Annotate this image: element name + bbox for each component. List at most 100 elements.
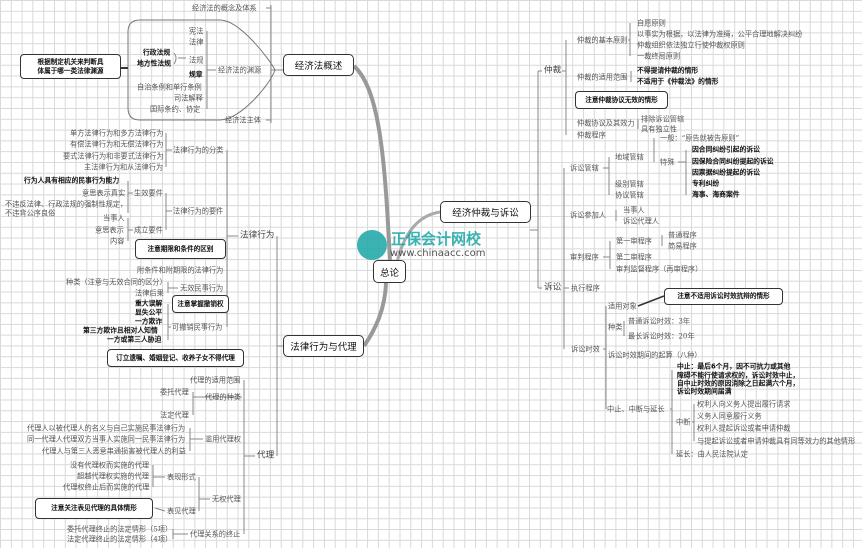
node: 表见代理 bbox=[167, 506, 196, 516]
node: 代理的种类 bbox=[205, 392, 241, 402]
note-callout: 订立遗嘱、婚姻登记、收养子女不得代理 bbox=[107, 349, 244, 367]
node: 重大误解 bbox=[135, 299, 163, 308]
node: 诉讼管辖 bbox=[570, 163, 599, 173]
node: 附条件和附期限的法律行为 bbox=[137, 265, 224, 275]
node: 第一审程序 bbox=[616, 236, 652, 246]
node: 行为人具有相应的民事行为能力 bbox=[24, 176, 120, 185]
node: 法律行为的要件 bbox=[173, 206, 224, 216]
node: 第三方欺诈且相对人知情 bbox=[83, 326, 158, 335]
node: 代理关系的终止 bbox=[190, 529, 241, 539]
node: 不适用于《仲裁法》的情形 bbox=[637, 77, 719, 86]
node: 法定代理 bbox=[160, 410, 189, 420]
node: 代理权终止后而实施的代理 bbox=[63, 482, 150, 492]
node: 执行程序 bbox=[571, 283, 600, 293]
node: 法定代理终止的法定情形（4项） bbox=[67, 534, 173, 544]
node: 延长：由人民法院认定 bbox=[676, 449, 748, 459]
node-legal-act-agency[interactable]: 法律行为与代理 bbox=[283, 335, 364, 357]
node: 中止：最后6个月，因不可抗力或其他 bbox=[677, 362, 791, 371]
node: 单方法律行为和多方法律行为 bbox=[70, 128, 164, 138]
node: 种类 bbox=[608, 322, 623, 332]
node: 中断 bbox=[676, 417, 691, 427]
node: 诉讼参加人 bbox=[570, 210, 606, 220]
node: 权利人提起诉讼或者申请仲裁 bbox=[697, 423, 791, 433]
node: 一般：“原告就被告原则” bbox=[660, 133, 740, 143]
note-callout: 注意掌握撤销权 bbox=[172, 295, 229, 313]
node: 诉讼代理人 bbox=[623, 216, 659, 226]
node: 超越代理权实施的代理 bbox=[77, 471, 149, 481]
note-callout: 注意不适用诉讼时效抗辩的情形 bbox=[664, 288, 783, 305]
node: 特殊 bbox=[660, 157, 675, 167]
node: 国际条约、协定 bbox=[150, 104, 201, 114]
node: 意思表示真实 bbox=[82, 188, 126, 198]
node: 当事人 bbox=[103, 213, 125, 223]
node: 行政法规 bbox=[143, 48, 171, 57]
node: 无权代理 bbox=[212, 494, 241, 504]
watermark-brand: 正保会计网校 bbox=[391, 230, 482, 248]
node: 义务人同意履行义务 bbox=[697, 411, 762, 421]
node: 中止、中断与延长 bbox=[607, 404, 665, 414]
node: 司法解释 bbox=[174, 93, 203, 103]
node: 权利人向义务人提出履行请求 bbox=[697, 399, 791, 409]
node: 不违背公序良俗 bbox=[5, 208, 56, 218]
node: 显失公平 bbox=[135, 308, 163, 317]
node: 内容 bbox=[110, 236, 125, 246]
note-line: 体属于哪一类法律渊源 bbox=[37, 66, 104, 75]
node: 因保险合同纠纷提起的诉讼 bbox=[692, 157, 774, 166]
node: 仲裁的适用范围 bbox=[577, 72, 628, 82]
node: 适用对象 bbox=[608, 301, 637, 311]
node: 法律行为的分类 bbox=[173, 145, 224, 155]
node: 地域管辖 bbox=[615, 152, 644, 162]
node: 以事实为根据，以法律为准绳，公平合理地解决纠纷 bbox=[637, 29, 803, 39]
node: 种类（注意与无效合同的区分） bbox=[66, 277, 167, 287]
node: 一裁终局原则 bbox=[637, 51, 681, 61]
node: 表现形式 bbox=[167, 472, 196, 482]
node: 同一代理人代理双方当事人实施同一民事法律行为 bbox=[27, 434, 186, 444]
note-line: 根据制定机关来判断具 bbox=[37, 57, 104, 66]
node: 仲裁 bbox=[544, 65, 562, 76]
node: 一方或第三人胁迫 bbox=[107, 335, 162, 344]
watermark-url: www.chinaacc.com bbox=[390, 248, 486, 259]
note-callout: 注意关注表见代理的具体情形 bbox=[35, 498, 153, 519]
node: 生效要件 bbox=[134, 188, 163, 198]
node: 意思表示 bbox=[95, 225, 124, 235]
node: 仲裁程序 bbox=[577, 130, 606, 140]
node: 法律 bbox=[189, 37, 204, 47]
node: 自愿原则 bbox=[637, 18, 666, 28]
node: 级别管辖 bbox=[615, 179, 644, 189]
node-arbitration-litigation[interactable]: 经济仲裁与诉讼 bbox=[440, 201, 531, 223]
node: 不违反法律、行政法规的强制性规定， bbox=[5, 199, 128, 209]
node: 有偿法律行为和无偿法律行为 bbox=[70, 139, 164, 149]
node: 因合同纠纷引起的诉讼 bbox=[692, 145, 760, 154]
node: 地方性法规 bbox=[137, 59, 171, 68]
node: 最长诉讼时效：20年 bbox=[628, 331, 695, 341]
note-callout: 注意仲裁协议无效的情形 bbox=[575, 91, 668, 109]
node: 自治条例和单行条例 bbox=[137, 82, 202, 92]
node: 没有代理权而实施的代理 bbox=[70, 460, 150, 470]
node: 经济法的概念及体系 bbox=[192, 3, 257, 13]
node: 代理人以被代理人的名义与自己实施民事法律行为 bbox=[27, 423, 186, 433]
node-economic-law[interactable]: 经济法概述 bbox=[283, 54, 354, 76]
node: 当事人 bbox=[623, 205, 645, 215]
logo-emblem-icon bbox=[357, 230, 387, 260]
node: 可撤销民事行为 bbox=[172, 322, 223, 332]
node: 法律行为 bbox=[240, 230, 275, 241]
node: 代理人与第三人恶意串通损害被代理人的利益 bbox=[42, 446, 186, 456]
node: 海事、海商案件 bbox=[692, 190, 740, 199]
node: 代理 bbox=[257, 450, 275, 461]
node: 审判程序 bbox=[570, 252, 599, 262]
node: 审判监督程序（再审程序） bbox=[616, 264, 703, 274]
root-node[interactable]: 总论 bbox=[373, 260, 406, 283]
node: 简易程序 bbox=[668, 241, 697, 251]
node: 第二审程序 bbox=[616, 252, 652, 262]
node: 成立要件 bbox=[134, 225, 163, 235]
node: 委托代理 bbox=[160, 387, 189, 397]
node: 诉讼 bbox=[544, 282, 562, 293]
node: 因票据纠纷提起的诉讼 bbox=[692, 168, 760, 177]
node: 无效民事行为 bbox=[180, 283, 224, 293]
node: 专利纠纷 bbox=[692, 179, 720, 188]
node: 要式法律行为和非要式法律行为 bbox=[63, 151, 164, 161]
node: 普通程序 bbox=[668, 230, 697, 240]
node: 经济法的渊源 bbox=[218, 65, 262, 75]
node: 普通诉讼时效：3年 bbox=[628, 316, 691, 326]
